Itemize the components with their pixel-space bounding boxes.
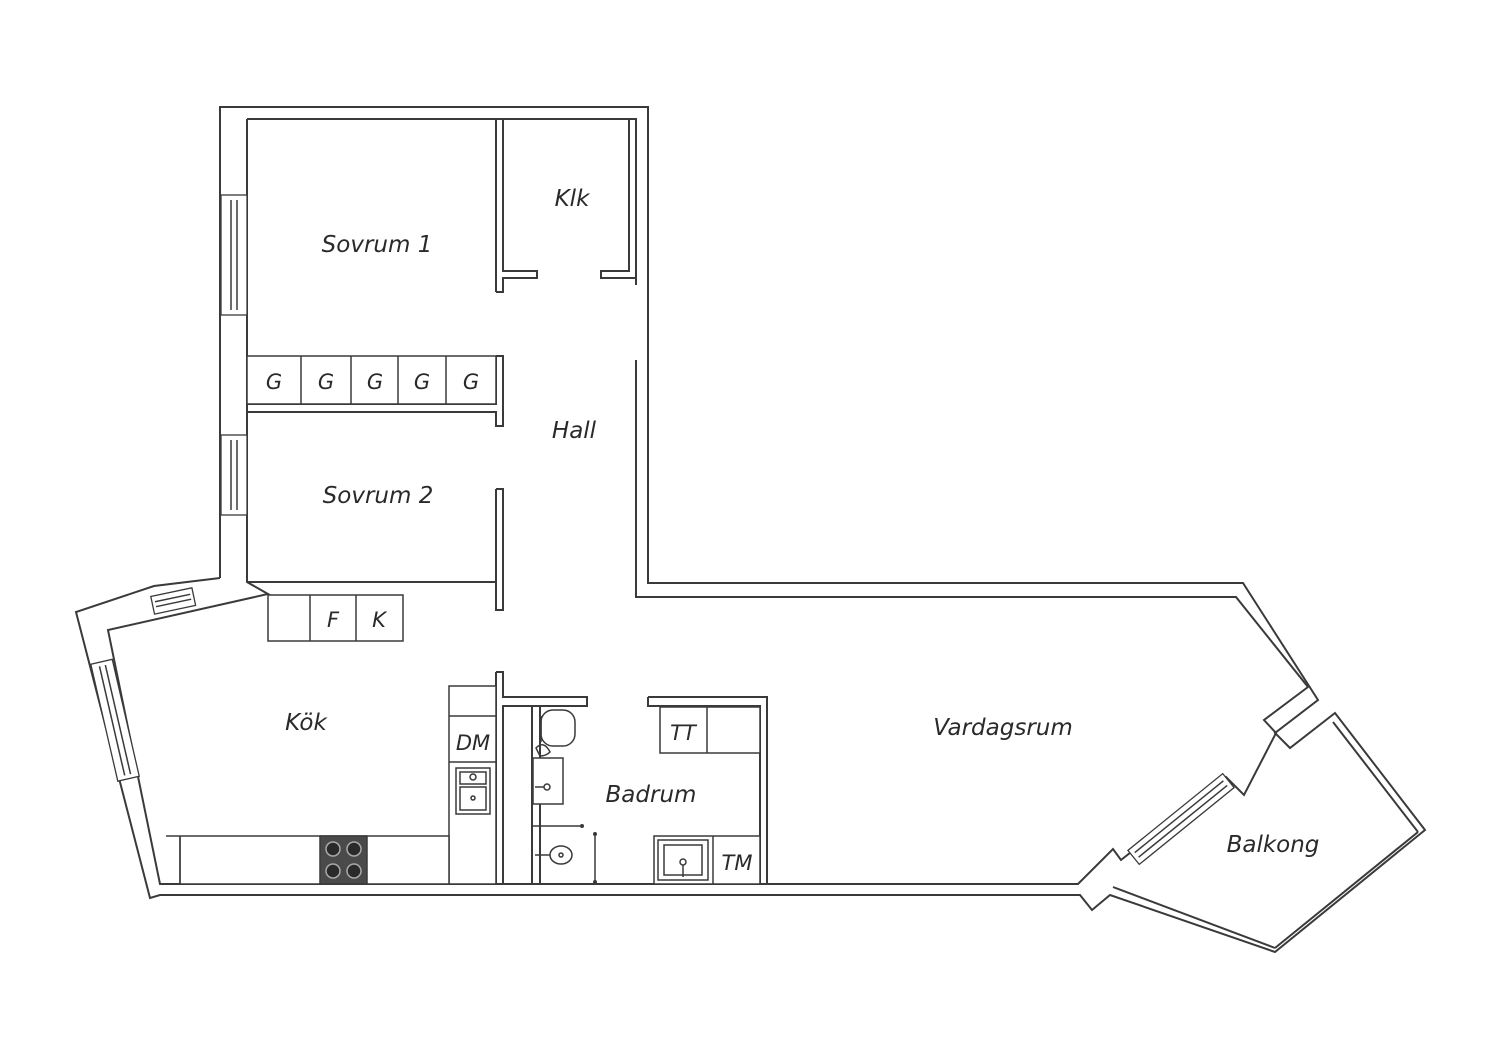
windows <box>90 194 1235 866</box>
toilet <box>540 709 576 747</box>
kitchen-fixtures: F K DM <box>166 594 497 885</box>
room-label-balkong: Balkong <box>1227 832 1320 858</box>
wardrobe-label: G <box>463 370 479 394</box>
washer-cabinet <box>653 835 761 885</box>
room-label-klk: Klk <box>555 186 591 212</box>
fridge-label: K <box>372 608 388 632</box>
window-sovrum1 <box>220 194 248 316</box>
room-label-kok: Kök <box>285 710 328 736</box>
outer-walls <box>74 106 1427 954</box>
window-kok-west <box>90 658 141 782</box>
wardrobe-label: G <box>367 370 383 394</box>
dryer-cabinet <box>659 706 761 754</box>
window-kok-north <box>150 587 197 615</box>
room-label-vardagsrum: Vardagsrum <box>933 715 1073 741</box>
shower <box>533 824 597 884</box>
washer-label: TM <box>722 851 753 875</box>
wardrobe-label: G <box>318 370 334 394</box>
wardrobe-label: G <box>414 370 430 394</box>
freezer-label: F <box>327 608 340 632</box>
window-sovrum2 <box>220 434 248 516</box>
stove <box>319 835 368 885</box>
kitchen-sink <box>455 767 491 815</box>
wardrobe-row <box>246 355 497 405</box>
bathroom-sink <box>532 744 564 805</box>
dishwasher-label: DM <box>456 731 490 755</box>
fridge-freezer-cabinet <box>267 594 404 642</box>
room-label-badrum: Badrum <box>606 782 697 808</box>
room-label-sovrum2: Sovrum 2 <box>323 483 434 509</box>
wardrobes: G G G G G <box>266 356 479 404</box>
window-balkong-door <box>1127 772 1235 866</box>
dryer-label: TT <box>670 721 698 745</box>
wardrobe-label: G <box>266 370 282 394</box>
room-labels: Sovrum 1 Klk Hall Sovrum 2 Kök Badrum Va… <box>285 186 1319 858</box>
room-label-sovrum1: Sovrum 1 <box>322 232 433 258</box>
room-label-hall: Hall <box>552 418 597 444</box>
bathroom-fixtures: TT TM <box>532 706 761 885</box>
